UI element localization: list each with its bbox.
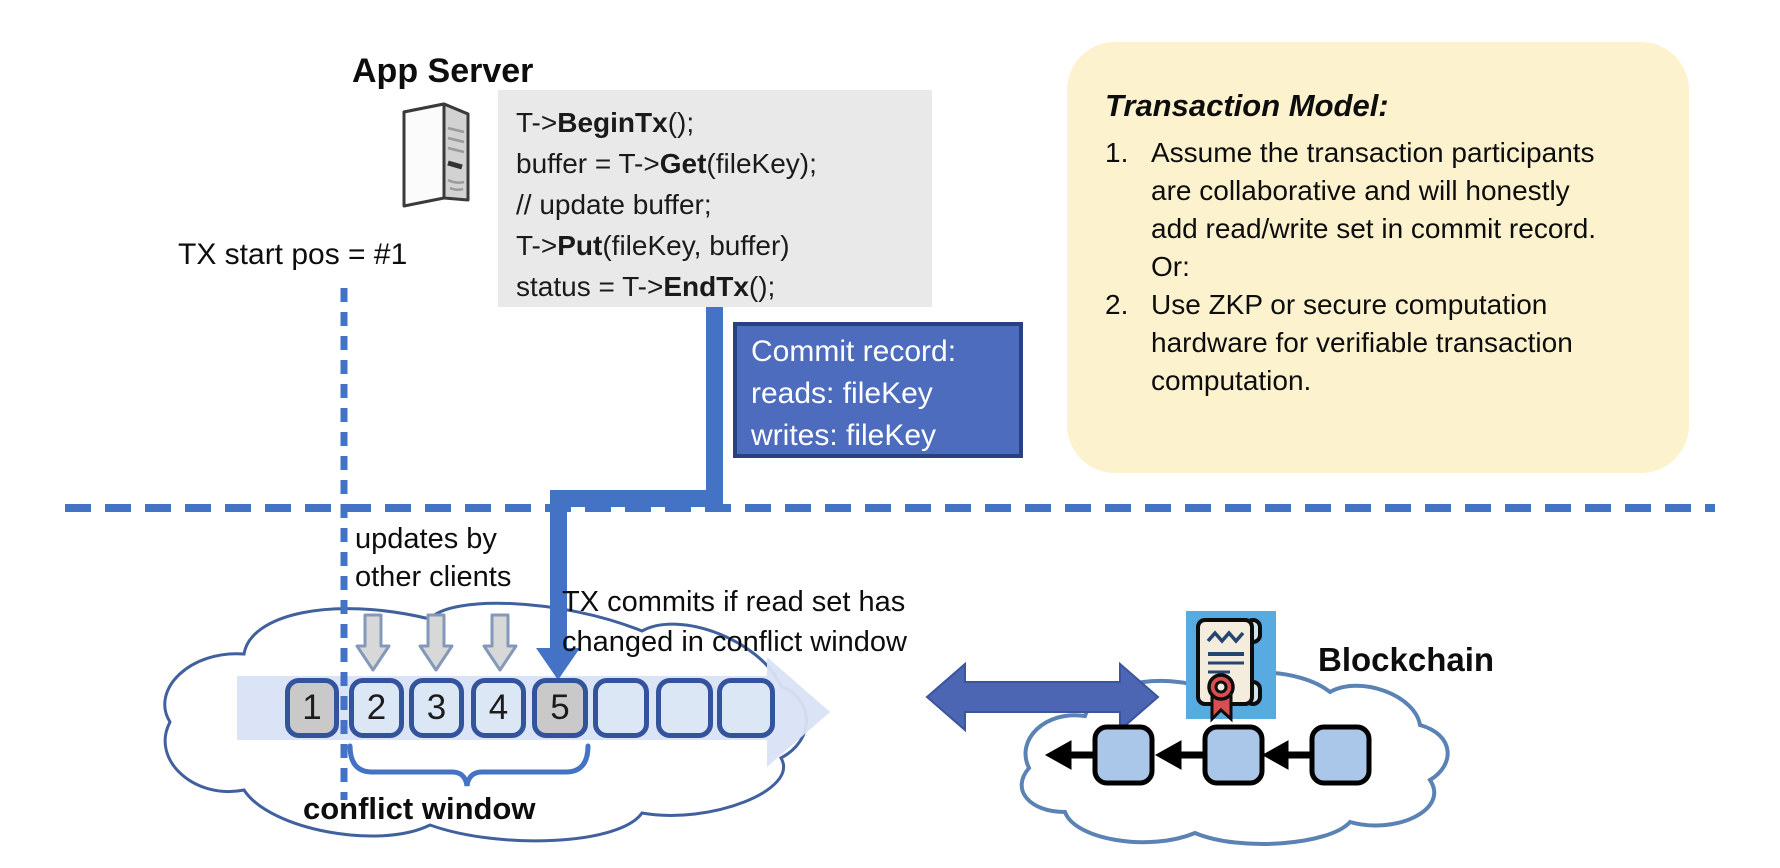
chain-block — [1309, 724, 1372, 786]
transaction-model-item: 2. Use ZKP or secure computation hardwar… — [1105, 286, 1659, 400]
sync-double-arrow — [925, 661, 1160, 733]
timeline-slot-empty — [593, 678, 649, 738]
transaction-model-note: Transaction Model: 1. Assume the transac… — [1067, 42, 1689, 473]
app-server-title: App Server — [352, 52, 534, 90]
timeline-slot-2: 2 — [349, 678, 404, 738]
chain-block — [1092, 724, 1155, 786]
code-line: buffer = T->Get(fileKey); — [516, 148, 817, 179]
timeline-slot-empty — [717, 678, 775, 738]
commit-elbow-arrow — [536, 303, 723, 680]
client-update-arrows — [355, 613, 518, 672]
transaction-model-title: Transaction Model: — [1105, 88, 1389, 123]
commit-record-title: Commit record: — [751, 335, 957, 368]
code-line: T->Put(fileKey, buffer) — [516, 230, 790, 261]
item-number: 1. — [1105, 137, 1129, 168]
commit-record-box: Commit record: reads: fileKey writes: fi… — [733, 322, 1023, 458]
chain-block — [1202, 724, 1265, 786]
timeline-slot-5: 5 — [532, 678, 588, 738]
chain-link-arrows — [1044, 740, 1312, 770]
timeline-slot-1: 1 — [285, 678, 339, 738]
blockchain-label: Blockchain — [1318, 641, 1495, 678]
conflict-window-label: conflict window — [303, 791, 536, 826]
client-update-arrow — [355, 613, 391, 672]
tx-start-label: TX start pos = #1 — [178, 238, 408, 271]
timeline-slot-4: 4 — [471, 678, 526, 738]
transaction-model-item: 1. Assume the transaction participants a… — [1105, 134, 1659, 286]
code-line: // update buffer; — [516, 189, 712, 220]
client-update-arrow — [482, 613, 518, 672]
timeline-slot-empty — [656, 678, 713, 738]
tx-commits-label: TX commits if read set has changed in co… — [562, 586, 907, 658]
updates-by-clients-label: updates by other clients — [355, 523, 512, 593]
chain — [1044, 724, 1372, 786]
transaction-code-block: T->BeginTx(); buffer = T->Get(fileKey); … — [498, 90, 932, 307]
item-text: Use ZKP or secure computation hardware f… — [1151, 289, 1573, 396]
commit-record-writes: writes: fileKey — [751, 419, 937, 452]
server-icon — [402, 102, 470, 208]
code-line: status = T->EndTx(); — [516, 271, 776, 302]
timeline-slot-3: 3 — [409, 678, 464, 738]
certificate-icon — [1186, 611, 1276, 723]
item-text: Assume the transaction participants are … — [1151, 137, 1604, 282]
commit-record-reads: reads: fileKey — [751, 377, 933, 410]
conflict-window-brace — [347, 743, 591, 787]
client-update-arrow — [418, 613, 454, 672]
code-line: T->BeginTx(); — [516, 107, 695, 138]
item-number: 2. — [1105, 289, 1129, 320]
